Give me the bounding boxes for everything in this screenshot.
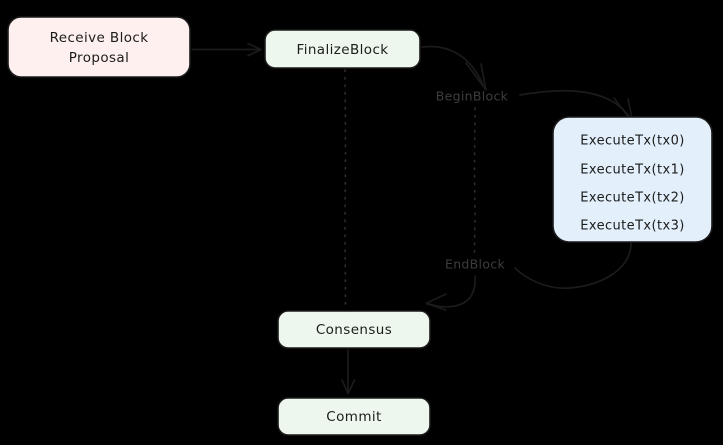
execute-tx-label-line4: ExecuteTx(tx3) bbox=[580, 219, 684, 234]
finalize-block-box[interactable] bbox=[264, 29, 421, 69]
receive-block-proposal-label-line1: Receive Block bbox=[50, 30, 149, 46]
consensus-label: Consensus bbox=[316, 322, 392, 338]
receive-block-proposal-box[interactable] bbox=[7, 16, 191, 78]
edge-finalize-lifeline bbox=[344, 69, 347, 309]
node-finalize-block[interactable]: FinalizeBlock bbox=[264, 29, 421, 69]
node-execute-tx[interactable]: ExecuteTx(tx0) ExecuteTx(tx1) ExecuteTx(… bbox=[552, 116, 713, 243]
edge-finalize-to-beginblock bbox=[421, 45, 487, 91]
edge-label-begin-block: BeginBlock bbox=[436, 89, 509, 104]
end-block-label: EndBlock bbox=[445, 257, 505, 272]
edge-proposal-to-finalize bbox=[191, 42, 262, 57]
edge-executetx-to-endblock bbox=[514, 242, 632, 289]
execute-tx-label-line3: ExecuteTx(tx2) bbox=[580, 191, 684, 206]
receive-block-proposal-label-line2: Proposal bbox=[69, 50, 130, 66]
execute-tx-label-line1: ExecuteTx(tx0) bbox=[580, 134, 684, 149]
consensus-box[interactable] bbox=[277, 310, 431, 349]
edge-label-end-block: EndBlock bbox=[445, 257, 505, 272]
node-receive-block-proposal[interactable]: Receive Block Proposal bbox=[7, 16, 191, 78]
node-commit[interactable]: Commit bbox=[277, 397, 431, 436]
begin-block-label: BeginBlock bbox=[436, 89, 509, 104]
execute-tx-box[interactable] bbox=[552, 116, 713, 243]
execute-tx-label-line2: ExecuteTx(tx1) bbox=[580, 163, 684, 178]
node-consensus[interactable]: Consensus bbox=[277, 310, 431, 349]
commit-box[interactable] bbox=[277, 397, 431, 436]
finalize-block-label: FinalizeBlock bbox=[297, 42, 389, 58]
edge-beginblock-lifeline bbox=[473, 107, 476, 253]
commit-label: Commit bbox=[326, 409, 381, 425]
edge-endblock-to-consensus bbox=[425, 275, 476, 311]
edge-consensus-to-commit bbox=[341, 349, 356, 395]
